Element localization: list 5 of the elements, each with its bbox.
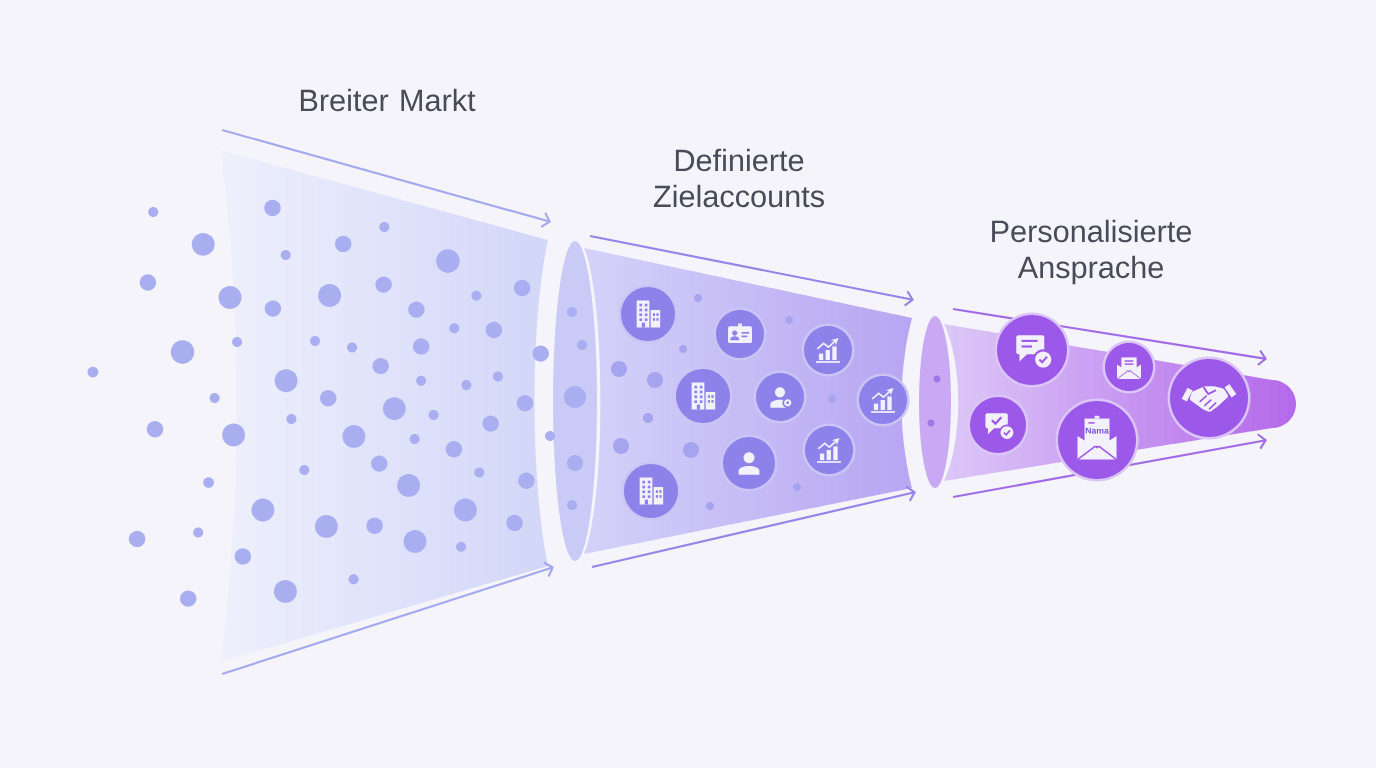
arrow — [221, 129, 551, 228]
heading: Definierte Zielaccounts — [653, 148, 824, 208]
heading: Personalisierte Ansprache — [992, 219, 1192, 285]
heading: Breiter Markt — [300, 88, 476, 112]
letter-label: Nama — [1085, 427, 1109, 434]
